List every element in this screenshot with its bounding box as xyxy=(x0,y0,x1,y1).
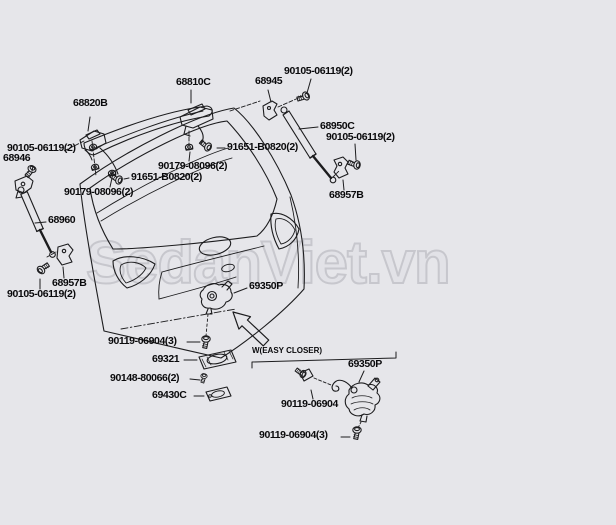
part-label: 90105-06119(2) xyxy=(326,131,395,143)
part-label: 91651-B0820(2) xyxy=(131,171,202,183)
emblem-and-handle xyxy=(198,236,235,273)
rear-window-opening xyxy=(89,120,278,250)
part-label: 68957B xyxy=(52,277,87,289)
license-plate-recess xyxy=(158,245,265,300)
tailgate-outline xyxy=(79,107,305,359)
gas-strut-left-68960 xyxy=(17,186,56,258)
part-label: 90105-06119(2) xyxy=(284,65,353,77)
watermark: SedanViet.vn xyxy=(85,228,452,297)
hinge-left-68820b xyxy=(79,129,119,175)
part-label: 90119-06904 xyxy=(281,398,338,410)
easy-closer-lock-assembly xyxy=(299,368,381,423)
part-label: 68950C xyxy=(320,120,355,132)
part-label: 68946 xyxy=(3,152,31,164)
part-label: 69321 xyxy=(152,353,180,365)
part-label: 68960 xyxy=(48,214,76,226)
part-label: 90148-80066(2) xyxy=(110,372,180,384)
part-label: 68957B xyxy=(329,189,364,201)
part-label: 68945 xyxy=(255,75,283,87)
part-label: 69430C xyxy=(152,389,187,401)
part-label: 90119-06904(3) xyxy=(108,335,177,347)
part-label: 90179-08096(2) xyxy=(158,160,228,172)
tail-lamp-cutout-right xyxy=(270,212,300,250)
part-label: 68820B xyxy=(73,97,108,109)
part-label: 69350P xyxy=(249,280,283,292)
lock-assembly-69350p xyxy=(199,280,233,315)
hinge-right-68810c xyxy=(179,103,214,144)
plate-69321 xyxy=(198,349,237,370)
gas-strut-right-68950c xyxy=(280,106,337,184)
part-label: 90105-06119(2) xyxy=(7,288,76,300)
easy-closer-note: W(EASY CLOSER) xyxy=(252,346,323,355)
part-label: 69350P xyxy=(348,358,382,370)
leader-lines xyxy=(31,78,365,438)
bracket-68946 xyxy=(14,175,34,199)
part-label: 90105-06119(2) xyxy=(7,142,76,154)
bracket-68957b-right xyxy=(333,156,349,179)
tail-lamp-cutout-left xyxy=(112,256,156,289)
cover-69430c xyxy=(205,386,232,402)
bracket-68957b-left xyxy=(56,243,74,266)
pointer-arrow xyxy=(232,311,270,347)
part-label: 91651-B0820(2) xyxy=(227,141,298,153)
part-label: 90119-06904(3) xyxy=(259,429,328,441)
bracket-68945 xyxy=(262,100,278,121)
part-label: 90179-08096(2) xyxy=(64,186,134,198)
center-lines xyxy=(46,95,362,429)
part-label: 68810C xyxy=(176,76,211,88)
easy-closer-bracket xyxy=(251,351,397,369)
